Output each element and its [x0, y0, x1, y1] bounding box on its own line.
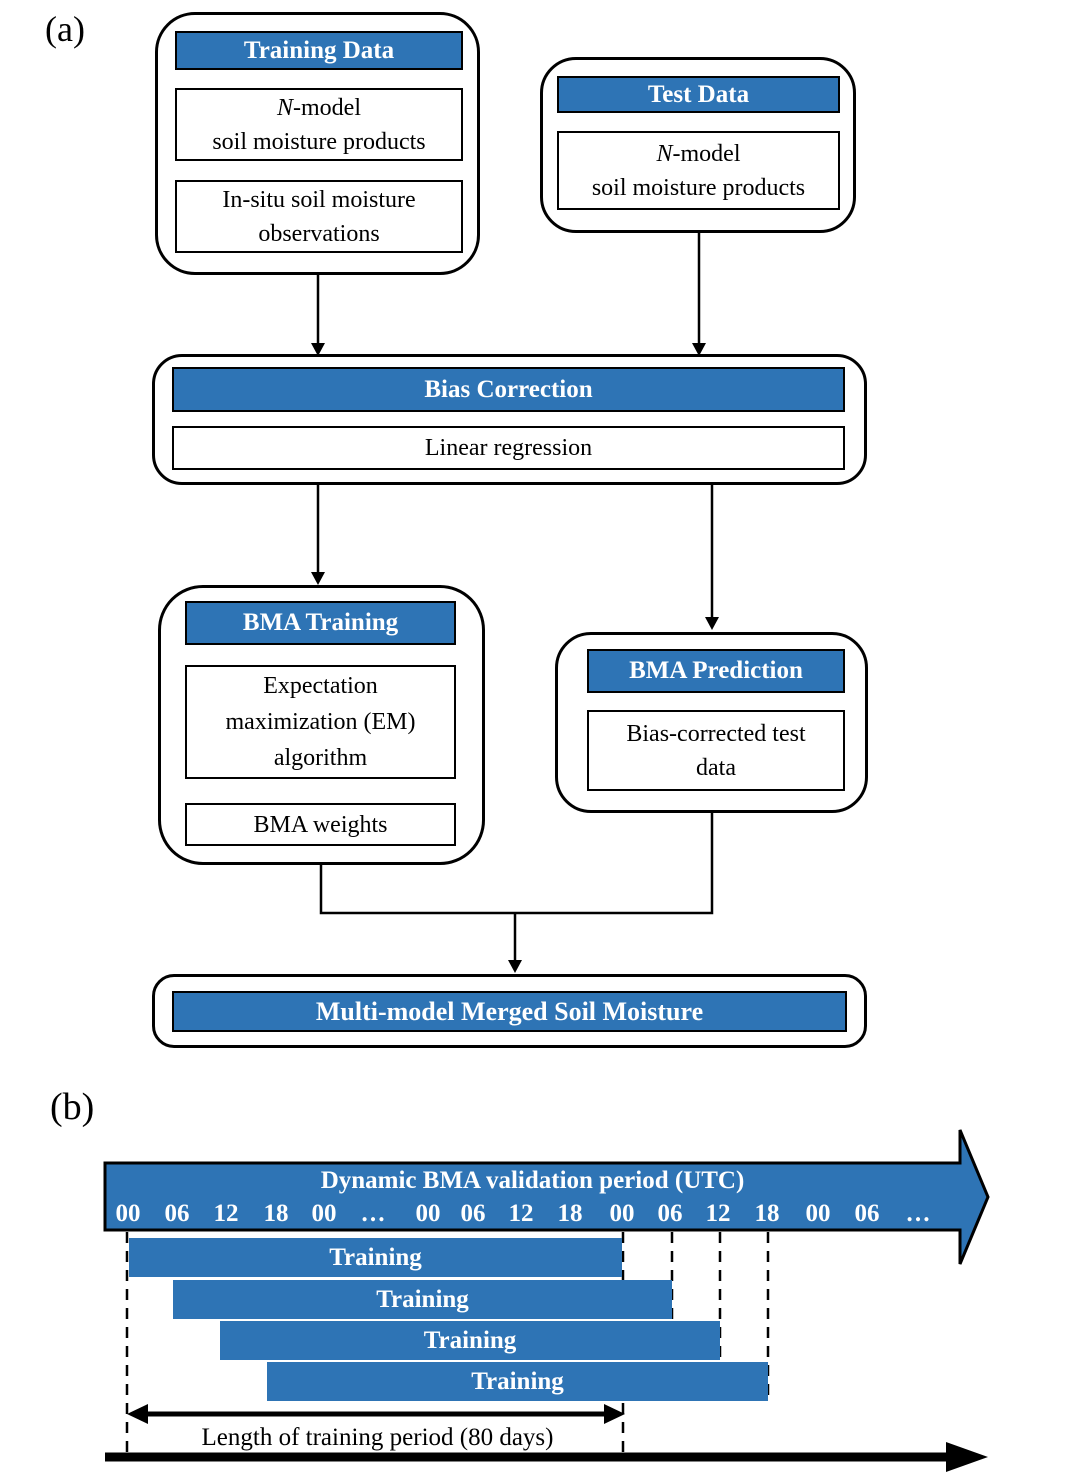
- bma-weights-label: BMA weights: [253, 811, 388, 838]
- tick-label: 00: [115, 1200, 141, 1227]
- em-line2: maximization (EM): [225, 709, 416, 735]
- arrow-bias-to-bma-training: [311, 485, 325, 585]
- tick-label: 06: [164, 1200, 190, 1227]
- bias-corrected-line1: Bias-corrected test: [626, 720, 806, 747]
- tick-label: 06: [854, 1200, 880, 1227]
- training-bar-2: Training: [173, 1280, 672, 1319]
- nmodel-line2: soil moisture products: [212, 128, 426, 155]
- em-line1: Expectation: [263, 673, 378, 699]
- bias-corrected-line2: data: [696, 754, 736, 781]
- arrow-training-to-bias: [311, 275, 325, 356]
- validation-period-title: Dynamic BMA validation period (UTC): [320, 1167, 745, 1194]
- panel-b-label: (b): [50, 1086, 95, 1128]
- timeline-axis-arrow: [105, 1442, 988, 1472]
- training-length-arrow: [127, 1404, 625, 1424]
- tick-label: 00: [311, 1200, 337, 1227]
- linear-regression-box: Linear regression: [172, 426, 845, 470]
- em-algorithm-box: Expectation maximization (EM) algorithm: [185, 665, 456, 779]
- nmodel-rest: -model: [293, 94, 361, 121]
- tick-label: 06: [460, 1200, 486, 1227]
- linear-regression-label: Linear regression: [424, 435, 593, 461]
- insitu-box: In-situ soil moisture observations: [175, 180, 463, 253]
- training-length-label: Length of training period (80 days): [201, 1424, 554, 1451]
- insitu-line2: observations: [258, 220, 380, 247]
- bias-corrected-box: Bias-corrected test data: [587, 710, 845, 791]
- bma-prediction-header: BMA Prediction: [587, 649, 845, 693]
- training-data-header: Training Data: [175, 31, 463, 70]
- test-nmodel-line1: N-model: [657, 137, 741, 171]
- nmodel-italic-n: N: [277, 94, 294, 121]
- tick-label: 00: [805, 1200, 831, 1227]
- training-nmodel-box: N-model soil moisture products: [175, 88, 463, 161]
- output-header: Multi-model Merged Soil Moisture: [172, 991, 847, 1032]
- insitu-line1: In-situ soil moisture: [222, 186, 416, 213]
- tick-label: …: [360, 1200, 386, 1227]
- bma-training-header: BMA Training: [185, 601, 456, 645]
- tick-label: 12: [705, 1200, 731, 1227]
- training-bar-1: Training: [129, 1238, 622, 1277]
- validation-banner-arrow: [103, 1129, 990, 1265]
- test-nmodel-rest: -model: [672, 140, 741, 167]
- tick-label: 12: [213, 1200, 239, 1227]
- training-bar-3: Training: [220, 1321, 720, 1360]
- tick-label: 18: [263, 1200, 289, 1227]
- tick-label: …: [905, 1200, 931, 1227]
- em-line3: algorithm: [273, 745, 368, 771]
- tick-label: 06: [657, 1200, 683, 1227]
- training-bar-4: Training: [267, 1362, 768, 1401]
- arrow-bias-to-bma-prediction: [705, 485, 719, 630]
- panel-a-label: (a): [45, 9, 85, 49]
- tick-label: 00: [609, 1200, 635, 1227]
- nmodel-line1: N-model: [277, 91, 361, 125]
- test-nmodel-italic-n: N: [656, 140, 673, 167]
- bma-weights-box: BMA weights: [185, 803, 456, 846]
- tick-label: 18: [557, 1200, 583, 1227]
- tick-label: 00: [415, 1200, 441, 1227]
- test-data-header: Test Data: [557, 76, 840, 113]
- arrow-test-to-bias: [692, 232, 706, 356]
- tick-label: 18: [754, 1200, 780, 1227]
- test-nmodel-box: N-model soil moisture products: [557, 131, 840, 210]
- bias-correction-header: Bias Correction: [172, 367, 845, 412]
- tick-label: 12: [508, 1200, 534, 1227]
- test-nmodel-line2: soil moisture products: [591, 174, 806, 201]
- merge-connector: [319, 813, 714, 973]
